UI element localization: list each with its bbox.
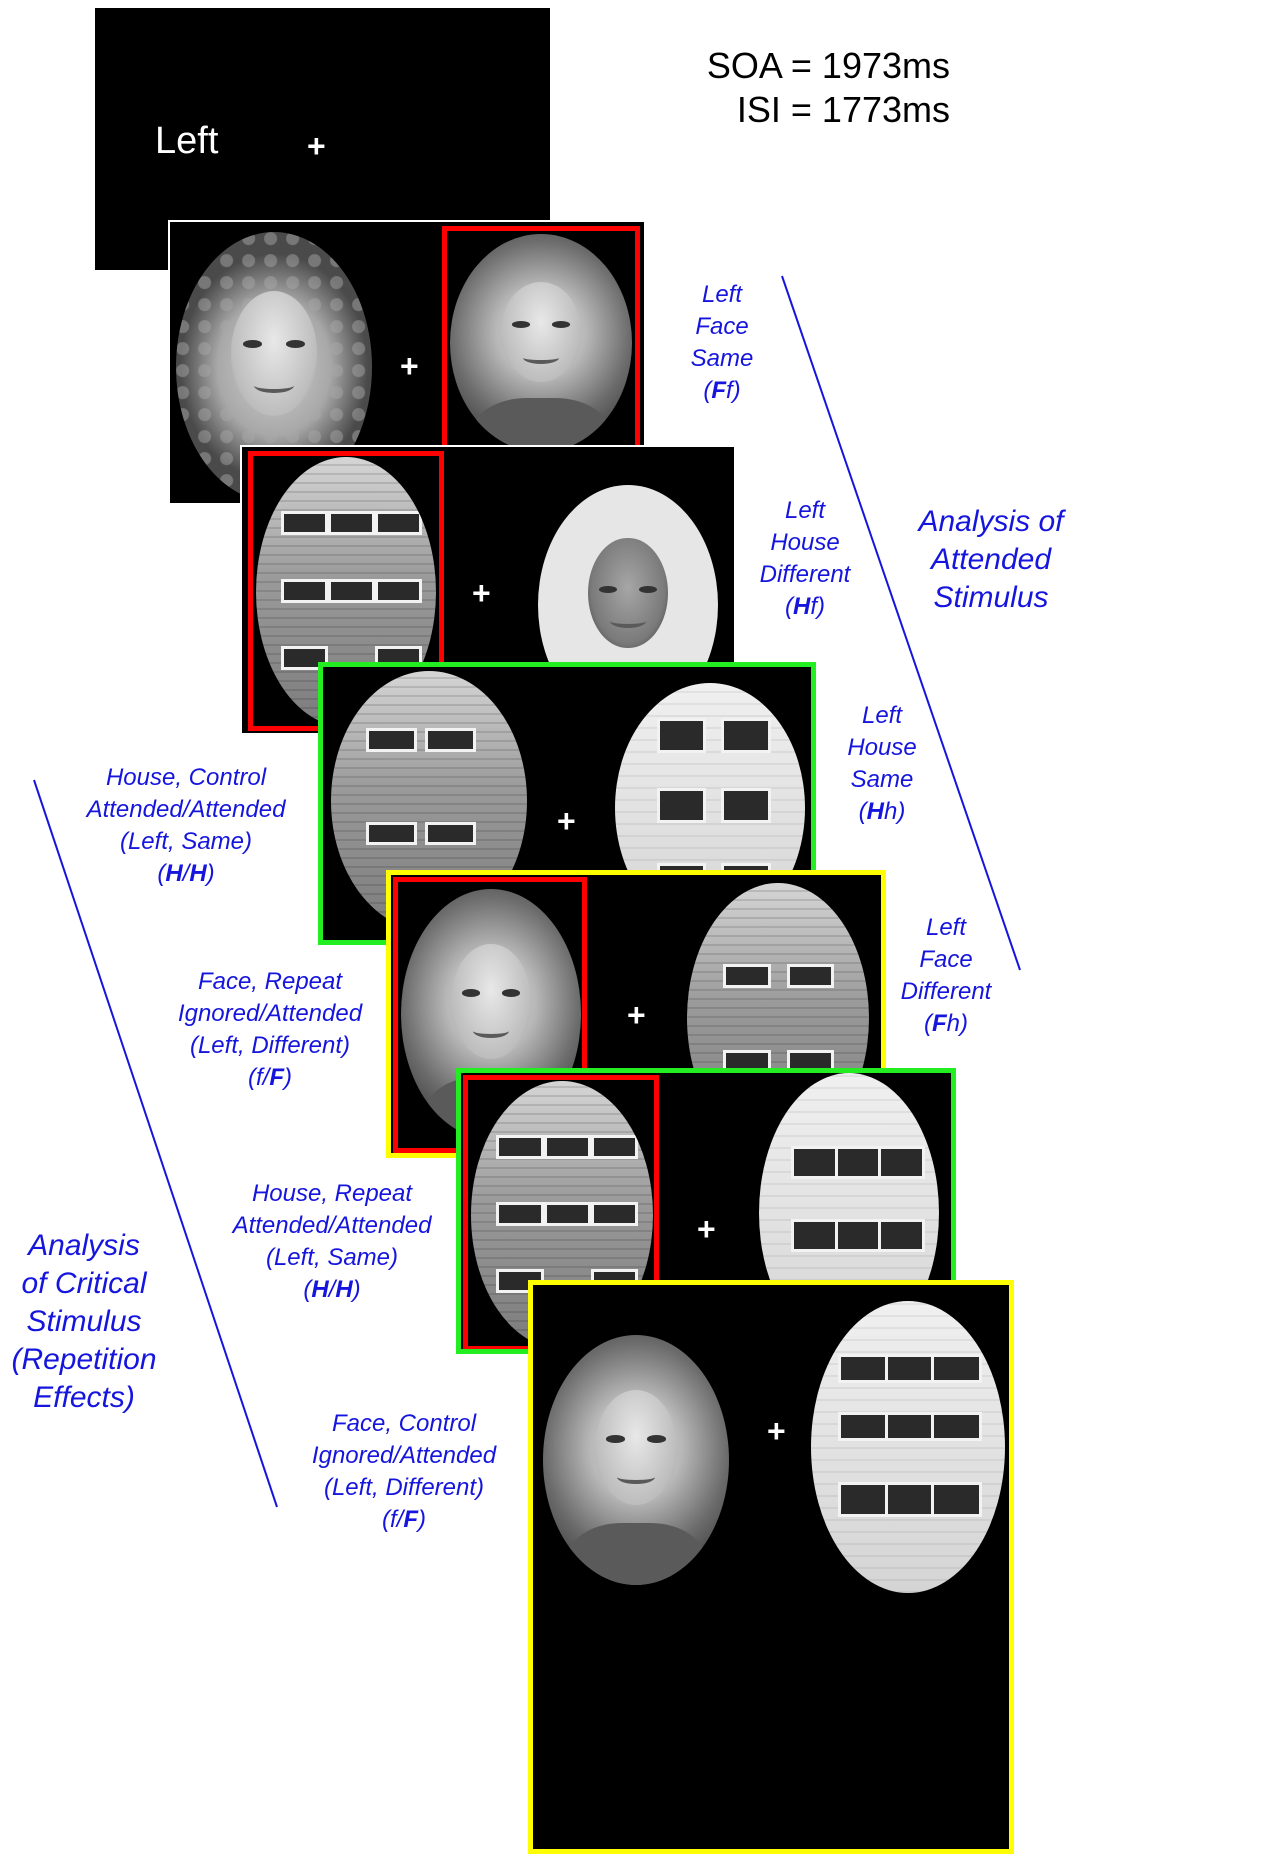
- timing-block: SOA = 1973ms ISI = 1773ms: [680, 44, 950, 132]
- attended-analysis-line: [781, 275, 1021, 971]
- face-image: [450, 234, 632, 452]
- fixation-cross: +: [627, 997, 646, 1033]
- fixation-cross: +: [767, 1413, 786, 1449]
- trial-frame-6: +: [528, 1280, 1014, 1854]
- fixation-cross: +: [472, 575, 491, 611]
- cue-word: Left: [155, 120, 219, 162]
- fixation-cross: +: [557, 803, 576, 839]
- fixation-cross: +: [400, 348, 419, 384]
- soa-text: SOA = 1973ms: [706, 45, 950, 86]
- face-image: [543, 1335, 729, 1585]
- house-image: [811, 1301, 1005, 1593]
- isi-text: ISI = 1773ms: [736, 89, 950, 130]
- fixation-cross: +: [307, 128, 326, 164]
- fixation-cross: +: [697, 1211, 716, 1247]
